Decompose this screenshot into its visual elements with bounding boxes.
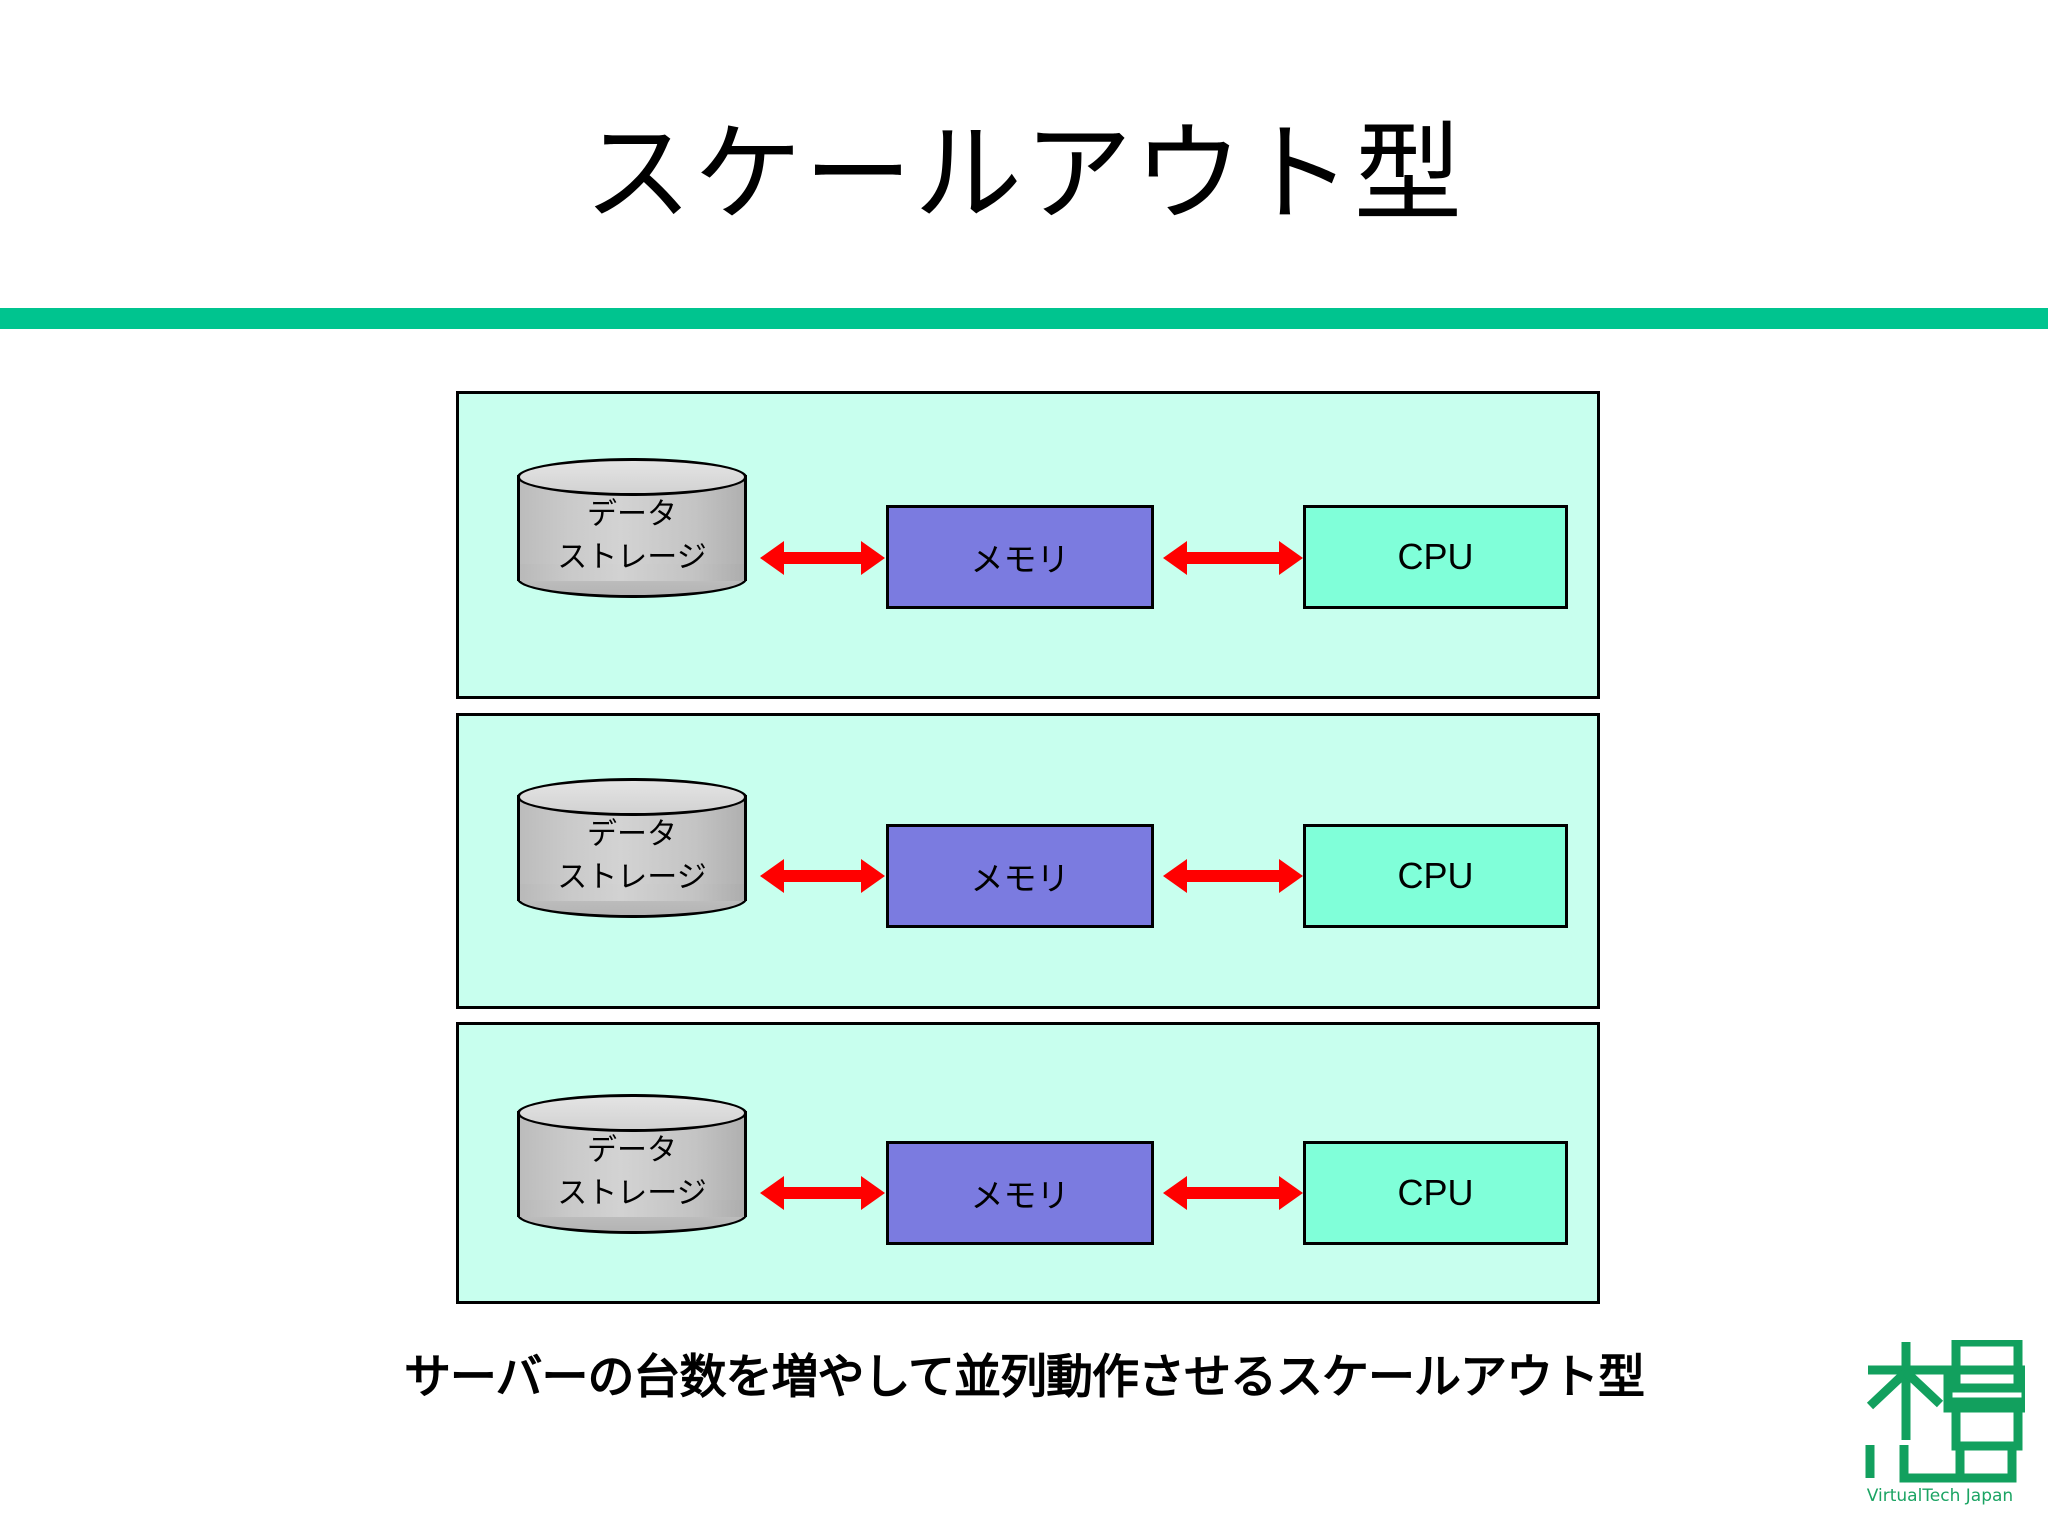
arrow-shaft <box>780 1187 865 1199</box>
arrow-shaft <box>1183 870 1283 882</box>
arrow-head-left <box>760 541 784 575</box>
memory-label: メモリ <box>970 859 1070 898</box>
data-storage-label: データ ストレージ <box>557 1133 707 1211</box>
arrow-shaft <box>780 870 865 882</box>
virtualtech-japan-logo: VirtualTech Japan <box>1860 1340 2045 1530</box>
page-title: スケールアウト型 <box>583 112 1464 237</box>
arrow-head-left <box>1163 541 1187 575</box>
arrow-shaft <box>1183 1187 1283 1199</box>
arrow-head-right <box>861 541 885 575</box>
logo-text: VirtualTech Japan <box>1866 1486 2014 1506</box>
cpu-box-2: CPU <box>1303 824 1568 928</box>
data-storage-label: データ ストレージ <box>557 497 707 575</box>
arrow-head-left <box>1163 859 1187 893</box>
data-storage-cylinder-1: データ ストレージ <box>517 458 747 598</box>
arrow-head-left <box>760 859 784 893</box>
data-storage-cylinder-3: データ ストレージ <box>517 1094 747 1234</box>
memory-cpu-arrow-1 <box>1163 541 1303 575</box>
cpu-label: CPU <box>1397 536 1474 577</box>
title-divider <box>0 308 2048 329</box>
arrow-head-right <box>1279 541 1303 575</box>
arrow-shaft <box>1183 552 1283 564</box>
memory-box-3: メモリ <box>886 1141 1154 1245</box>
arrow-head-left <box>1163 1176 1187 1210</box>
storage-memory-arrow-2 <box>760 859 885 893</box>
memory-box-1: メモリ <box>886 505 1154 609</box>
data-storage-cylinder-2: データ ストレージ <box>517 778 747 918</box>
slide-caption: サーバーの台数を増やして並列動作させるスケールアウト型 <box>403 1350 1645 1405</box>
arrow-head-right <box>1279 859 1303 893</box>
arrow-head-left <box>760 1176 784 1210</box>
memory-label: メモリ <box>970 1176 1070 1215</box>
arrow-head-right <box>861 1176 885 1210</box>
memory-cpu-arrow-2 <box>1163 859 1303 893</box>
memory-label: メモリ <box>970 540 1070 579</box>
cpu-box-1: CPU <box>1303 505 1568 609</box>
cylinder-top-ellipse <box>517 458 747 496</box>
cylinder-top-ellipse <box>517 778 747 816</box>
storage-memory-arrow-1 <box>760 541 885 575</box>
logo-mark-icon <box>1865 1340 2025 1483</box>
arrow-shaft <box>780 552 865 564</box>
cylinder-top-ellipse <box>517 1094 747 1132</box>
cpu-box-3: CPU <box>1303 1141 1568 1245</box>
cpu-label: CPU <box>1397 855 1474 896</box>
arrow-head-right <box>1279 1176 1303 1210</box>
storage-memory-arrow-3 <box>760 1176 885 1210</box>
memory-cpu-arrow-3 <box>1163 1176 1303 1210</box>
data-storage-label: データ ストレージ <box>557 817 707 895</box>
cpu-label: CPU <box>1397 1172 1474 1213</box>
arrow-head-right <box>861 859 885 893</box>
memory-box-2: メモリ <box>886 824 1154 928</box>
